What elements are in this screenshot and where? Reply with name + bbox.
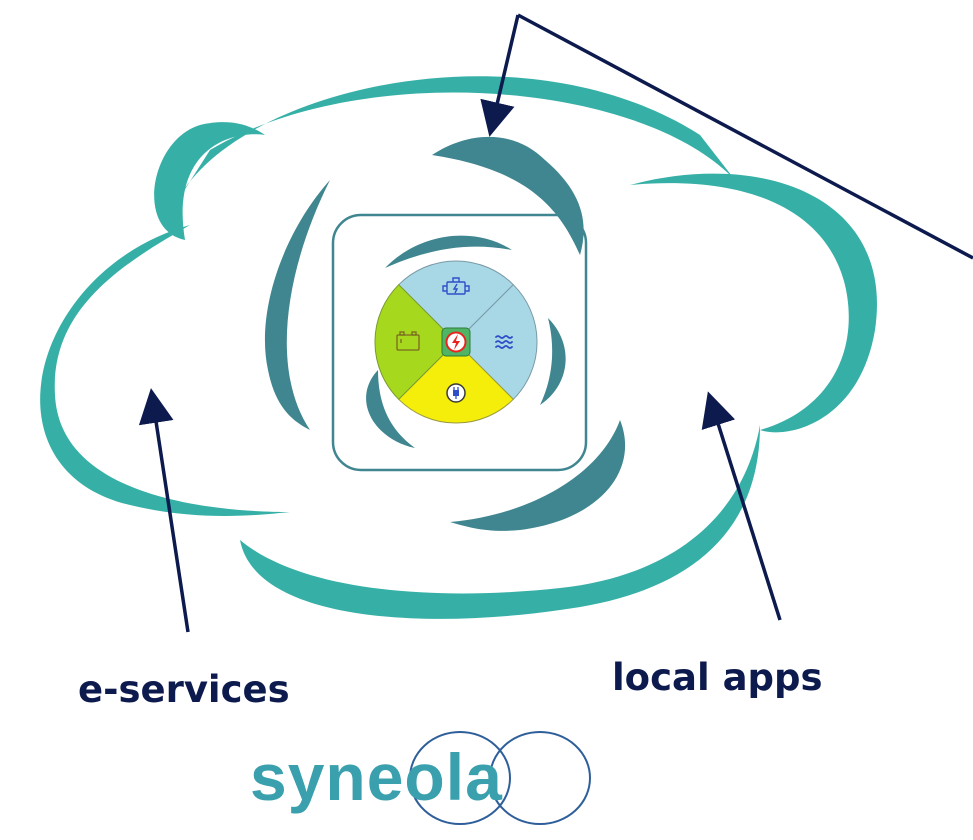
arrow-top-line [517,13,973,260]
dial [374,260,538,424]
lightning-bolt-icon [452,334,460,350]
label-local-apps: local apps [612,656,823,699]
device-frame [331,213,588,472]
water-waves-icon [495,335,513,349]
segment-left [374,283,457,401]
cloud-top-arc [175,76,735,205]
swirl-blade-inner-right [540,318,566,405]
swirl-blade-inner-left [366,370,415,448]
power-plug-icon [446,383,466,403]
arrows [138,13,973,633]
logo-ring-right [489,731,591,825]
cloud-outline [40,76,877,619]
swirl-blades [264,136,626,531]
swirl-blade-top [432,136,584,255]
swirl-blade-inner-top [385,235,512,268]
arrow-right-pointer [701,391,782,621]
label-e-services: e-services [78,668,290,711]
arrow-left-pointer [138,388,190,633]
syneola-logo: syneola [240,722,600,836]
cloud-right-arc [630,173,877,433]
segment-top [397,260,515,343]
logo-text: syneola [250,740,503,814]
logo-ring-left [409,731,511,825]
segment-bottom [397,341,515,424]
swirl-blade-left [264,180,330,430]
battery-icon [396,331,420,351]
engine-icon [442,277,470,295]
arrow-top-pointer [480,14,520,137]
swirl-blade-bottom [450,420,626,531]
cloud-left-bump [154,122,265,240]
